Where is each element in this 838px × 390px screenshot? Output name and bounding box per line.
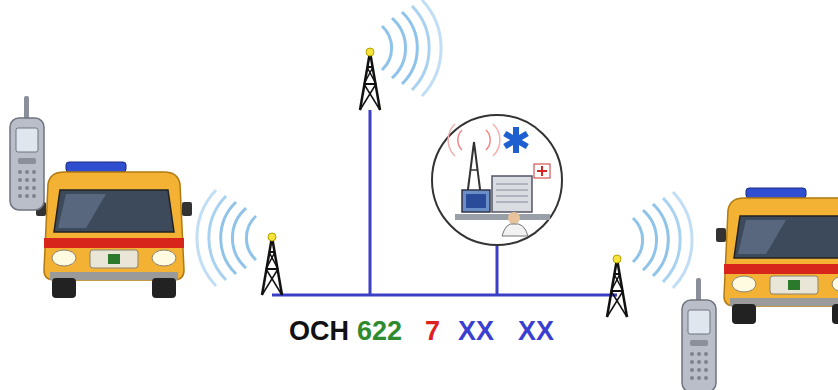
unit-code: XX: [458, 316, 494, 346]
prefix-text: OCH: [289, 316, 349, 346]
region-code: 622: [357, 316, 402, 346]
unit-code: XX: [518, 316, 554, 346]
type-code: 7: [425, 316, 440, 346]
